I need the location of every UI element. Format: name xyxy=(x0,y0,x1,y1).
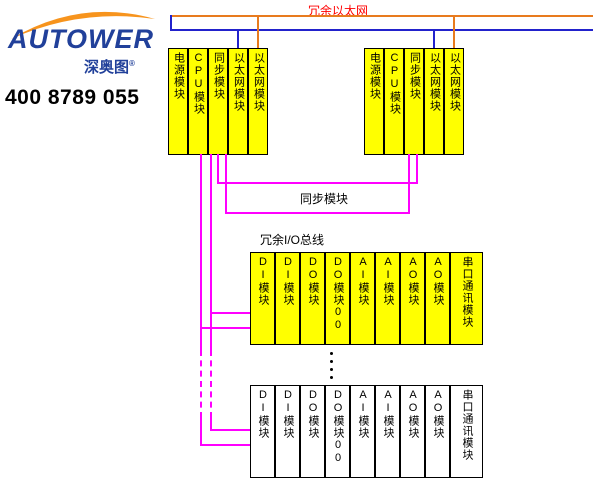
rack2-module-cpu: CPU模块 xyxy=(384,48,404,155)
ethernet-line-b xyxy=(170,29,593,31)
rack1-module-power: 电源模块 xyxy=(168,48,188,155)
io-bus-line-b-lower xyxy=(210,418,212,431)
rack1-module-ethernet-1: 以太网模块 xyxy=(228,48,248,155)
sync-line-b-drop-left xyxy=(225,154,227,214)
ethernet-drop-b-rack2 xyxy=(433,29,435,48)
io-row1-module-ao-2: AO模块 xyxy=(425,252,450,345)
io-row2-module-ai-1: AI模块 xyxy=(350,385,375,478)
module-label: AO模块 xyxy=(432,256,444,306)
io-bus-tap-row1-a xyxy=(200,327,250,329)
module-label: 电源模块 xyxy=(172,52,185,100)
logo-swoosh-icon xyxy=(11,11,155,39)
brand-chinese-name: 深奥图® xyxy=(84,56,135,77)
rack2-module-sync: 同步模块 xyxy=(404,48,424,155)
redundant-io-bus-label: 冗余I/O总线 xyxy=(260,233,325,247)
io-bus-tap-row1-b xyxy=(210,312,250,314)
module-label: 串口通讯模块 xyxy=(461,256,473,328)
sync-link-label: 同步模块 xyxy=(300,192,349,206)
module-label: 以太网模块 xyxy=(448,52,461,112)
rack1-module-ethernet-2: 以太网模块 xyxy=(248,48,268,155)
module-label: AI模块 xyxy=(382,389,394,439)
phone-number: 400 8789 055 xyxy=(5,86,140,109)
module-label: DO模块00 xyxy=(332,256,344,332)
module-label: 以太网模块 xyxy=(232,52,245,112)
sync-line-b-drop-right xyxy=(408,154,410,214)
module-label: DI模块 xyxy=(257,389,269,439)
module-label: DI模块 xyxy=(282,256,294,306)
io-row1-module-ao-1: AO模块 xyxy=(400,252,425,345)
module-label: DO模块 xyxy=(307,256,319,306)
io-row1-module-di-1: DI模块 xyxy=(250,252,275,345)
module-label: CPU模块 xyxy=(388,52,401,115)
module-label: 串口通讯模块 xyxy=(461,389,473,461)
io-row1-module-serial-comm: 串口通讯模块 xyxy=(450,252,483,345)
io-row2-module-ao-2: AO模块 xyxy=(425,385,450,478)
io-row2-module-di-2: DI模块 xyxy=(275,385,300,478)
io-bus-line-b-dashed xyxy=(210,350,212,418)
rack1-module-sync: 同步模块 xyxy=(208,48,228,155)
io-bus-line-a-upper xyxy=(200,154,202,350)
module-label: DI模块 xyxy=(257,256,269,306)
rack1-module-cpu: CPU模块 xyxy=(188,48,208,155)
io-row1-module-ai-1: AI模块 xyxy=(350,252,375,345)
module-label: 同步模块 xyxy=(408,52,421,100)
ethernet-drop-a-rack1 xyxy=(257,15,259,48)
module-label: AI模块 xyxy=(357,389,369,439)
ethernet-drop-b-rack1 xyxy=(237,29,239,48)
sync-line-a xyxy=(217,182,418,184)
ethernet-drop-a-rack2 xyxy=(453,15,455,48)
sync-line-a-drop-left xyxy=(217,154,219,184)
io-row2-module-di-1: DI模块 xyxy=(250,385,275,478)
module-label: AO模块 xyxy=(407,389,419,439)
io-row1-module-do-1: DO模块 xyxy=(300,252,325,345)
redundant-ethernet-label: 冗余以太网 xyxy=(308,4,369,18)
module-label: DI模块 xyxy=(282,389,294,439)
brand-chinese-text: 深奥图 xyxy=(84,59,130,76)
io-bus-tap-row2-b xyxy=(210,429,250,431)
brand-logo: AUTOWER xyxy=(8,24,154,54)
ethernet-line-a xyxy=(170,15,593,17)
io-row1-module-di-2: DI模块 xyxy=(275,252,300,345)
io-row2-module-serial-comm: 串口通讯模块 xyxy=(450,385,483,478)
io-row2-module-do-2: DO模块00 xyxy=(325,385,350,478)
vertical-ellipsis-icon xyxy=(330,352,333,379)
sync-line-b xyxy=(225,212,410,214)
rack2-module-ethernet-2: 以太网模块 xyxy=(444,48,464,155)
ethernet-left-joint xyxy=(170,15,172,31)
module-label: 电源模块 xyxy=(368,52,381,100)
io-row1-module-ai-2: AI模块 xyxy=(375,252,400,345)
io-row2-module-do-1: DO模块 xyxy=(300,385,325,478)
trademark-icon: ® xyxy=(129,59,135,68)
module-label: CPU模块 xyxy=(192,52,205,115)
io-bus-line-b-upper xyxy=(210,154,212,350)
module-label: AI模块 xyxy=(382,256,394,306)
rack2-module-power: 电源模块 xyxy=(364,48,384,155)
rack2-module-ethernet-1: 以太网模块 xyxy=(424,48,444,155)
io-row1-module-do-2: DO模块00 xyxy=(325,252,350,345)
module-label: 同步模块 xyxy=(212,52,225,100)
module-label: DO模块00 xyxy=(332,389,344,465)
io-row2-module-ai-2: AI模块 xyxy=(375,385,400,478)
io-bus-line-a-dashed xyxy=(200,350,202,418)
sync-line-a-drop-right xyxy=(416,154,418,184)
module-label: AI模块 xyxy=(357,256,369,306)
io-bus-tap-row2-a xyxy=(200,444,250,446)
io-bus-line-a-lower xyxy=(200,418,202,446)
module-label: DO模块 xyxy=(307,389,319,439)
module-label: AO模块 xyxy=(432,389,444,439)
io-row2-module-ao-1: AO模块 xyxy=(400,385,425,478)
module-label: 以太网模块 xyxy=(428,52,441,112)
module-label: AO模块 xyxy=(407,256,419,306)
module-label: 以太网模块 xyxy=(252,52,265,112)
